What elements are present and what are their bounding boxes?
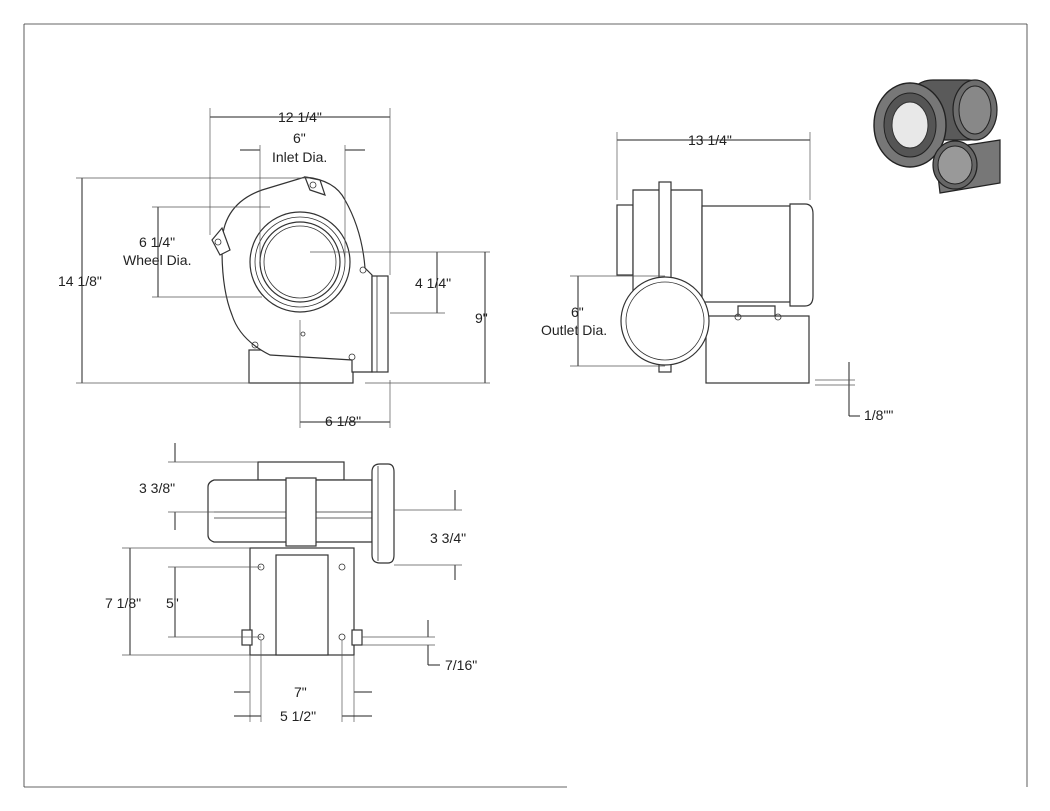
dim-base-thickness: 1/8"" [864, 407, 893, 423]
dim-top-depth: 3 3/8" [139, 480, 175, 496]
drawing-border [23, 23, 1028, 788]
dim-inlet-dia: 6" [293, 130, 306, 146]
dim-outlet-offset: 4 1/4" [415, 275, 451, 291]
dim-side-length: 13 1/4" [688, 132, 732, 148]
dim-outlet-dia: 6" [571, 304, 584, 320]
top-view-dimensions [122, 443, 462, 722]
dim-hole-spacing-h: 5 1/2" [280, 708, 316, 724]
top-view [207, 461, 395, 656]
dim-hole-spacing-v: 5" [166, 595, 179, 611]
dim-wheel-dia: 6 1/4" [139, 234, 175, 250]
dim-stand-width: 7" [294, 684, 307, 700]
dim-stand-height: 7 1/8" [105, 595, 141, 611]
front-view [211, 176, 389, 384]
dim-overall-width: 12 1/4" [278, 109, 322, 125]
side-view [616, 181, 814, 384]
dim-wheel-label: Wheel Dia. [123, 252, 191, 268]
isometric-render [873, 79, 1001, 194]
dim-duct-depth: 3 3/4" [430, 530, 466, 546]
dim-outlet-label: Outlet Dia. [541, 322, 607, 338]
front-view-dimensions [76, 108, 490, 428]
dim-inlet-label: Inlet Dia. [272, 149, 327, 165]
dim-base-offset: 6 1/8" [325, 413, 361, 429]
dim-outlet-height: 9" [475, 310, 488, 326]
side-view-dimensions [570, 132, 860, 417]
dim-hole-offset: 7/16" [445, 657, 477, 673]
dim-overall-height: 14 1/8" [58, 273, 102, 289]
